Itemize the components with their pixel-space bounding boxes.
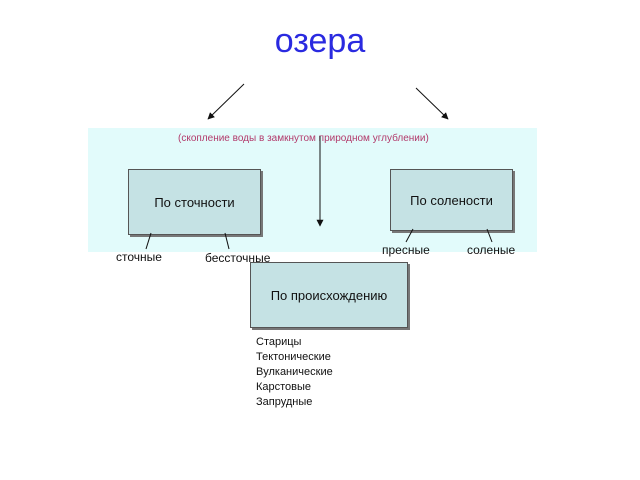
origin-type-item: Вулканические	[256, 366, 333, 378]
diagram-title: озера	[274, 22, 366, 60]
box-by-salinity: По солености	[390, 169, 513, 231]
label-salinity-salt: соленые	[467, 243, 516, 257]
label-drainage-endorheic: бессточные	[205, 251, 271, 265]
origin-type-item: Карстовые	[256, 381, 312, 393]
label-drainage-flowing: сточные	[116, 250, 162, 264]
box-by-origin: По происхождению	[250, 262, 408, 328]
arrow-to-salinity	[415, 87, 449, 120]
origin-type-item: Тектонические	[256, 351, 331, 363]
origin-types-list: Старицы Тектонические Вулканические Карс…	[256, 335, 333, 410]
origin-type-item: Старицы	[256, 336, 302, 348]
origin-type-item: Запрудные	[256, 396, 313, 408]
label-salinity-fresh: пресные	[382, 243, 430, 257]
arrow-to-drainage	[207, 83, 245, 120]
definition-text: (скопление воды в замкнутом природном уг…	[178, 133, 429, 144]
box-by-drainage: По сточности	[128, 169, 261, 235]
